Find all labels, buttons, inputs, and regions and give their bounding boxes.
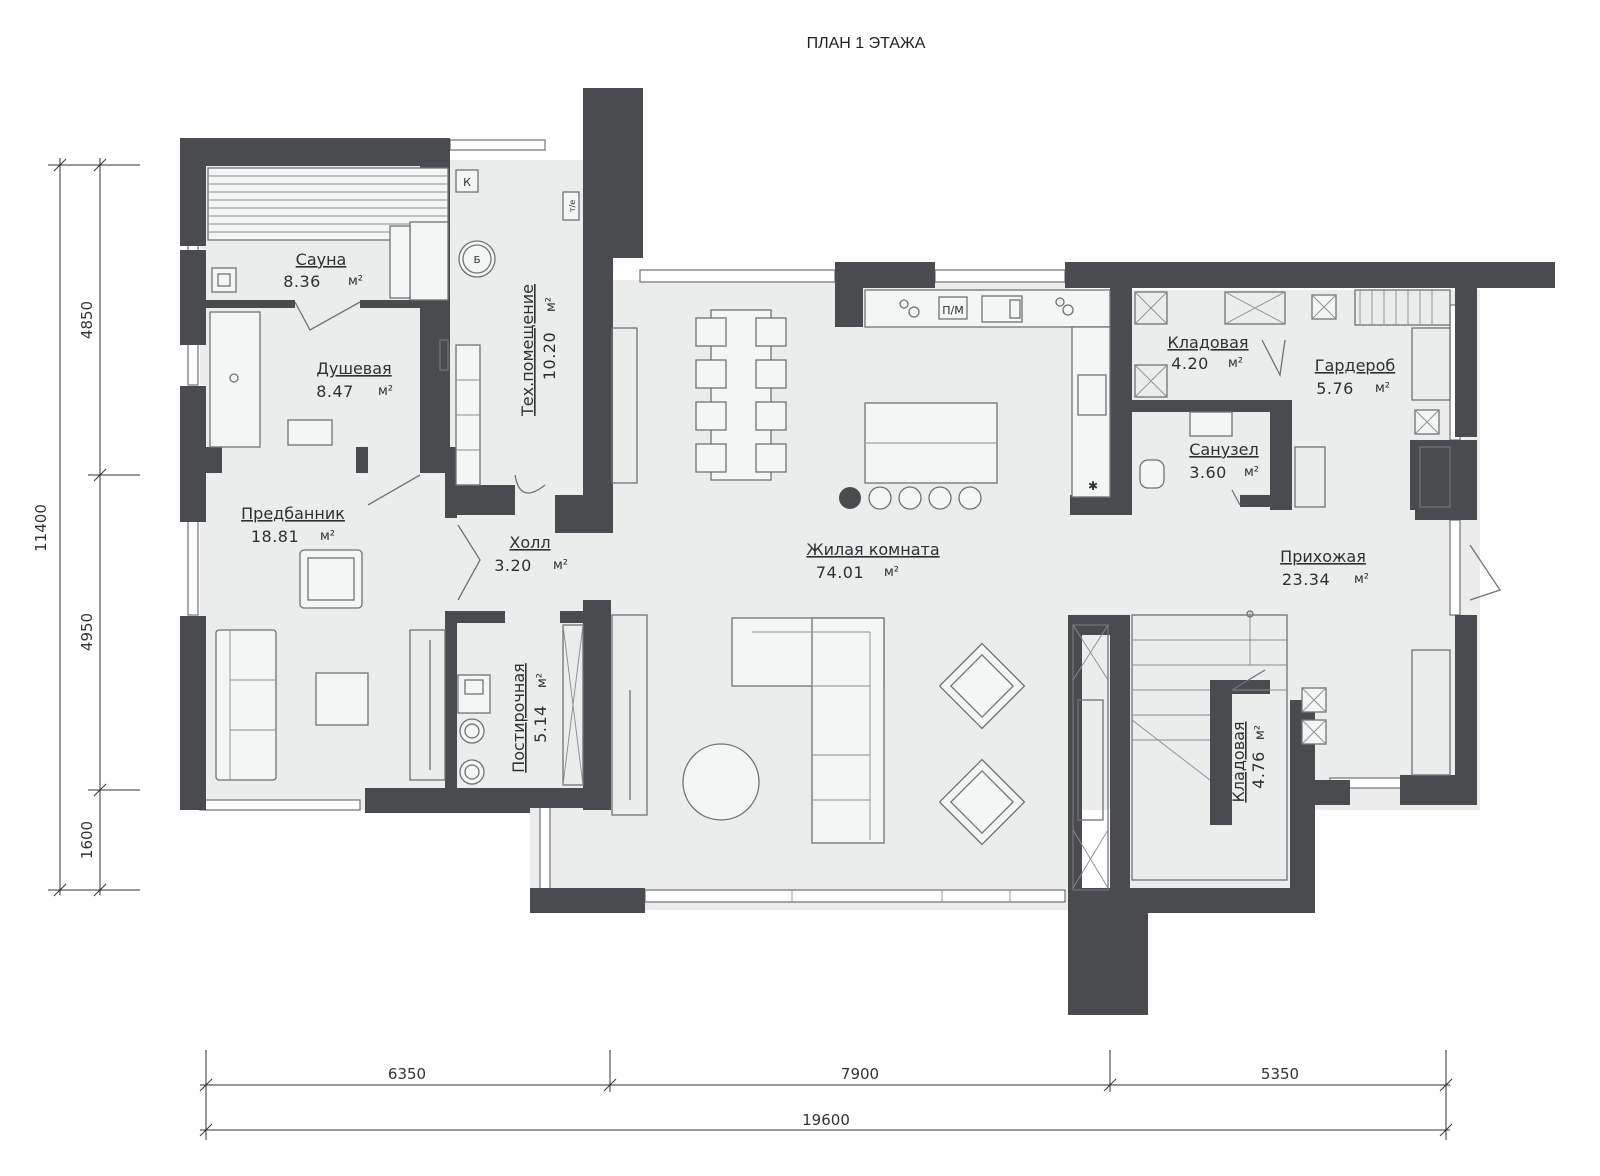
room-area-pantry-top: 4.20 [1171,354,1209,373]
dim-bottom-seg-3: 5350 [1261,1065,1299,1083]
room-area-laundry: 5.14 [531,705,550,743]
room-name-hall: Холл [509,533,550,552]
room-name-laundry: Постирочная [509,663,528,773]
dim-bottom-seg-2: 7900 [841,1065,879,1083]
plan-title: ПЛАН 1 ЭТАЖА [807,35,926,52]
room-name-pantry-stairs: Кладовая [1229,721,1248,802]
boiler-k-label: К [463,176,471,189]
room-area-hall: 3.20 [494,556,532,575]
room-name-pantry-top: Кладовая [1167,333,1248,352]
room-unit-laundry: м² [535,673,550,688]
dim-left-seg-3: 1600 [78,821,96,859]
pantry-wardrobe-fixtures [1134,289,1451,508]
dim-left-seg-2: 4950 [78,613,96,651]
dimensions-left: 11400 4850 4950 1600 [32,158,140,897]
dim-bottom-total: 19600 [802,1111,850,1129]
room-unit-predbannik: м² [320,529,335,544]
dishwasher-label: П/М [942,304,963,317]
door-swings [294,301,1502,691]
living-room-furniture: П/М ✱ [611,289,1111,891]
room-area-wc: 3.60 [1189,463,1227,482]
room-area-entrance: 23.34 [1282,570,1330,589]
room-name-shower: Душевая [316,359,391,378]
meter-label: т/е [568,200,577,212]
room-labels: Сауна 8.36 м² Душевая 8.47 м² Тех.помеще… [241,250,1395,803]
room-unit-shower: м² [378,384,393,399]
dimensions-bottom: 6350 7900 5350 19600 [199,1050,1453,1140]
room-unit-pantry-stairs: м² [1253,725,1268,740]
shower-fixtures [209,311,449,448]
room-name-wardrobe: Гардероб [1315,356,1395,375]
room-unit-wardrobe: м² [1375,381,1390,396]
room-unit-wc: м² [1244,465,1259,480]
entrance-stairs [1131,610,1451,881]
sauna-benches [207,167,449,301]
predbannik-furniture [215,549,446,781]
tech-room-fixtures: К Б т/е [455,169,580,486]
room-unit-pantry-top: м² [1228,356,1243,371]
room-area-tech: 10.20 [540,332,559,380]
room-area-pantry-stairs: 4.76 [1249,751,1268,789]
room-name-wc: Санузел [1189,440,1258,459]
fridge-icon: ✱ [1088,479,1098,493]
room-area-predbannik: 18.81 [251,527,299,546]
room-unit-hall: м² [553,558,568,573]
room-unit-living: м² [884,565,899,580]
room-area-wardrobe: 5.76 [1316,379,1354,398]
room-name-entrance: Прихожая [1280,547,1366,566]
room-name-tech: Тех.помещение [518,284,537,417]
dim-left-total: 11400 [32,504,50,552]
room-unit-tech: м² [544,297,559,312]
room-name-sauna: Сауна [296,250,347,269]
dim-left-seg-1: 4850 [78,301,96,339]
room-area-sauna: 8.36 [283,272,321,291]
room-unit-entrance: м² [1354,572,1369,587]
room-name-living: Жилая комната [806,540,939,559]
room-area-living: 74.01 [816,563,864,582]
laundry-fixtures [457,624,584,786]
room-area-shower: 8.47 [316,382,354,401]
water-heater-b-label: Б [474,255,481,266]
room-name-predbannik: Предбанник [241,504,345,523]
room-unit-sauna: м² [348,274,363,289]
dim-bottom-seg-1: 6350 [388,1065,426,1083]
